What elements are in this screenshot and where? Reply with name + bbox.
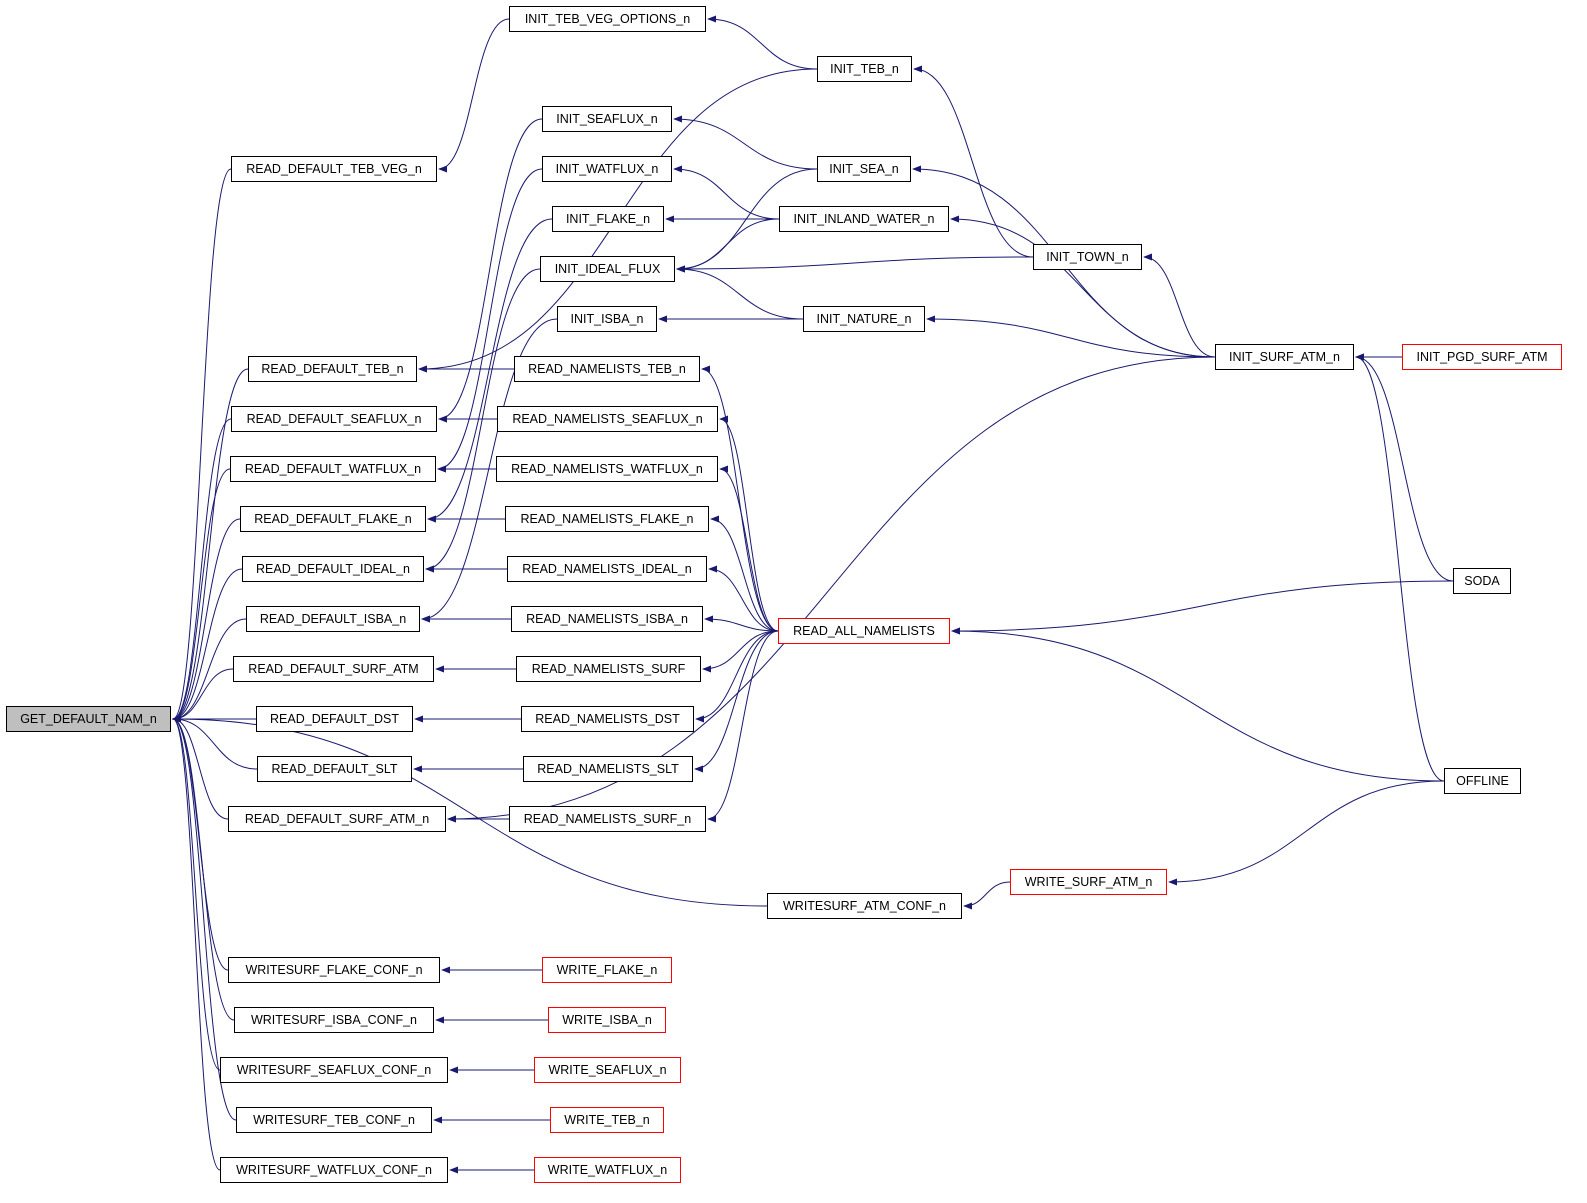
node-write-isba[interactable]: WRITE_ISBA_n — [548, 1007, 666, 1033]
edge-read-all-namelists-to-read-namelists-seaflux — [719, 415, 779, 632]
node-read-default-flake[interactable]: READ_DEFAULT_FLAKE_n — [240, 506, 426, 532]
edge-read-default-seaflux-to-get-default-nam — [172, 418, 232, 723]
edge-init-seaflux-to-read-default-seaflux — [438, 118, 543, 423]
edge-read-default-teb-veg-to-get-default-nam — [172, 168, 232, 723]
node-init-flake[interactable]: INIT_FLAKE_n — [552, 206, 664, 232]
edge-init-watflux-to-read-default-watflux — [437, 168, 543, 473]
node-init-ideal-flux[interactable]: INIT_IDEAL_FLUX — [540, 256, 675, 282]
node-read-default-surf-atm[interactable]: READ_DEFAULT_SURF_ATM — [233, 656, 434, 682]
node-read-default-watflux[interactable]: READ_DEFAULT_WATFLUX_n — [230, 456, 436, 482]
edge-read-default-isba-to-get-default-nam — [172, 618, 247, 723]
node-init-seaflux[interactable]: INIT_SEAFLUX_n — [542, 106, 672, 132]
edge-write-surf-atm-to-writesurf-atm-conf — [963, 881, 1011, 910]
node-read-default-teb-veg[interactable]: READ_DEFAULT_TEB_VEG_n — [231, 156, 437, 182]
node-get-default-nam[interactable]: GET_DEFAULT_NAM_n — [6, 706, 171, 732]
edge-init-inland-water-to-init-watflux — [673, 165, 780, 220]
node-write-watflux[interactable]: WRITE_WATFLUX_n — [534, 1157, 681, 1183]
edge-init-nature-to-init-ideal-flux — [676, 265, 804, 320]
edge-read-default-flake-to-get-default-nam — [172, 518, 241, 723]
edge-offline-to-write-surf-atm — [1168, 780, 1445, 886]
node-write-flake[interactable]: WRITE_FLAKE_n — [542, 957, 672, 983]
node-read-namelists-slt[interactable]: READ_NAMELISTS_SLT — [523, 756, 693, 782]
node-init-town[interactable]: INIT_TOWN_n — [1033, 244, 1142, 270]
node-offline[interactable]: OFFLINE — [1444, 768, 1521, 794]
node-read-namelists-surf[interactable]: READ_NAMELISTS_SURF — [516, 656, 701, 682]
node-writesurf-watflux-conf[interactable]: WRITESURF_WATFLUX_CONF_n — [220, 1157, 448, 1183]
edge-init-surf-atm-to-init-inland-water — [950, 215, 1216, 358]
node-init-nature[interactable]: INIT_NATURE_n — [803, 306, 925, 332]
edge-writesurf-seaflux-conf-to-get-default-nam — [172, 715, 221, 1071]
node-init-inland-water[interactable]: INIT_INLAND_WATER_n — [779, 206, 949, 232]
edge-read-default-watflux-to-get-default-nam — [172, 468, 231, 723]
node-init-surf-atm[interactable]: INIT_SURF_ATM_n — [1215, 344, 1354, 370]
edge-soda-to-read-all-namelists — [951, 580, 1454, 635]
node-writesurf-teb-conf[interactable]: WRITESURF_TEB_CONF_n — [236, 1107, 432, 1133]
node-soda[interactable]: SODA — [1453, 568, 1511, 594]
node-init-isba[interactable]: INIT_ISBA_n — [557, 306, 657, 332]
edge-init-sea-to-init-seaflux — [673, 115, 818, 170]
node-read-default-ideal[interactable]: READ_DEFAULT_IDEAL_n — [242, 556, 424, 582]
edge-read-default-slt-to-get-default-nam — [172, 715, 258, 770]
edge-soda-to-init-surf-atm — [1355, 353, 1454, 582]
edge-init-surf-atm-to-read-default-surf-atm-n — [447, 356, 1216, 823]
node-init-watflux[interactable]: INIT_WATFLUX_n — [542, 156, 672, 182]
edge-init-surf-atm-to-init-nature — [926, 315, 1216, 358]
node-read-default-slt[interactable]: READ_DEFAULT_SLT — [257, 756, 412, 782]
edge-read-default-surf-atm-n-to-get-default-nam — [172, 715, 229, 820]
edge-read-default-teb-to-get-default-nam — [172, 368, 249, 723]
node-read-default-dst[interactable]: READ_DEFAULT_DST — [256, 706, 413, 732]
node-read-default-surf-atm-n[interactable]: READ_DEFAULT_SURF_ATM_n — [228, 806, 446, 832]
edge-writesurf-watflux-conf-to-get-default-nam — [172, 715, 221, 1171]
edge-init-inland-water-to-init-ideal-flux — [676, 218, 780, 273]
edge-read-all-namelists-to-read-namelists-surf — [702, 630, 779, 673]
node-read-namelists-teb[interactable]: READ_NAMELISTS_TEB_n — [514, 356, 700, 382]
node-init-teb-veg-options[interactable]: INIT_TEB_VEG_OPTIONS_n — [509, 6, 706, 32]
node-read-all-namelists[interactable]: READ_ALL_NAMELISTS — [778, 618, 950, 644]
node-read-namelists-watflux[interactable]: READ_NAMELISTS_WATFLUX_n — [496, 456, 718, 482]
node-read-namelists-seaflux[interactable]: READ_NAMELISTS_SEAFLUX_n — [497, 406, 718, 432]
edge-init-surf-atm-to-init-town — [1143, 253, 1216, 358]
node-writesurf-seaflux-conf[interactable]: WRITESURF_SEAFLUX_CONF_n — [220, 1057, 448, 1083]
node-write-seaflux[interactable]: WRITE_SEAFLUX_n — [534, 1057, 681, 1083]
edge-read-all-namelists-to-read-namelists-isba — [704, 615, 779, 632]
node-init-pgd-surf-atm[interactable]: INIT_PGD_SURF_ATM — [1402, 344, 1562, 370]
edge-read-all-namelists-to-read-namelists-dst — [695, 630, 779, 723]
edge-writesurf-teb-conf-to-get-default-nam — [172, 715, 237, 1121]
edge-offline-to-read-all-namelists — [951, 627, 1445, 782]
node-writesurf-atm-conf[interactable]: WRITESURF_ATM_CONF_n — [767, 893, 962, 919]
edge-init-town-to-init-ideal-flux — [676, 256, 1034, 273]
edge-read-all-namelists-to-read-namelists-watflux — [719, 465, 779, 632]
edge-read-all-namelists-to-read-namelists-slt — [694, 630, 779, 773]
edge-init-town-to-init-teb — [913, 65, 1034, 258]
node-write-teb[interactable]: WRITE_TEB_n — [550, 1107, 664, 1133]
edge-writesurf-isba-conf-to-get-default-nam — [172, 715, 235, 1021]
edge-read-all-namelists-to-read-namelists-surf-n — [707, 630, 779, 823]
edge-init-teb-veg-options-to-read-default-teb-veg — [438, 18, 510, 173]
node-read-namelists-isba[interactable]: READ_NAMELISTS_ISBA_n — [511, 606, 703, 632]
node-read-default-seaflux[interactable]: READ_DEFAULT_SEAFLUX_n — [231, 406, 437, 432]
node-read-default-teb[interactable]: READ_DEFAULT_TEB_n — [248, 356, 417, 382]
node-init-teb[interactable]: INIT_TEB_n — [817, 56, 912, 82]
node-writesurf-flake-conf[interactable]: WRITESURF_FLAKE_CONF_n — [228, 957, 440, 983]
edge-offline-to-init-surf-atm — [1355, 353, 1445, 782]
edge-read-default-surf-atm-to-get-default-nam — [172, 668, 234, 723]
edge-read-all-namelists-to-read-namelists-flake — [710, 515, 779, 632]
node-read-namelists-flake[interactable]: READ_NAMELISTS_FLAKE_n — [505, 506, 709, 532]
node-read-namelists-ideal[interactable]: READ_NAMELISTS_IDEAL_n — [507, 556, 707, 582]
edge-read-all-namelists-to-read-namelists-ideal — [708, 565, 779, 632]
node-read-namelists-surf-n[interactable]: READ_NAMELISTS_SURF_n — [509, 806, 706, 832]
edge-init-teb-to-init-teb-veg-options — [707, 15, 818, 70]
edge-read-default-ideal-to-get-default-nam — [172, 568, 243, 723]
node-read-default-isba[interactable]: READ_DEFAULT_ISBA_n — [246, 606, 420, 632]
node-writesurf-isba-conf[interactable]: WRITESURF_ISBA_CONF_n — [234, 1007, 434, 1033]
node-read-namelists-dst[interactable]: READ_NAMELISTS_DST — [521, 706, 694, 732]
node-init-sea[interactable]: INIT_SEA_n — [817, 156, 911, 182]
node-write-surf-atm[interactable]: WRITE_SURF_ATM_n — [1010, 869, 1167, 895]
